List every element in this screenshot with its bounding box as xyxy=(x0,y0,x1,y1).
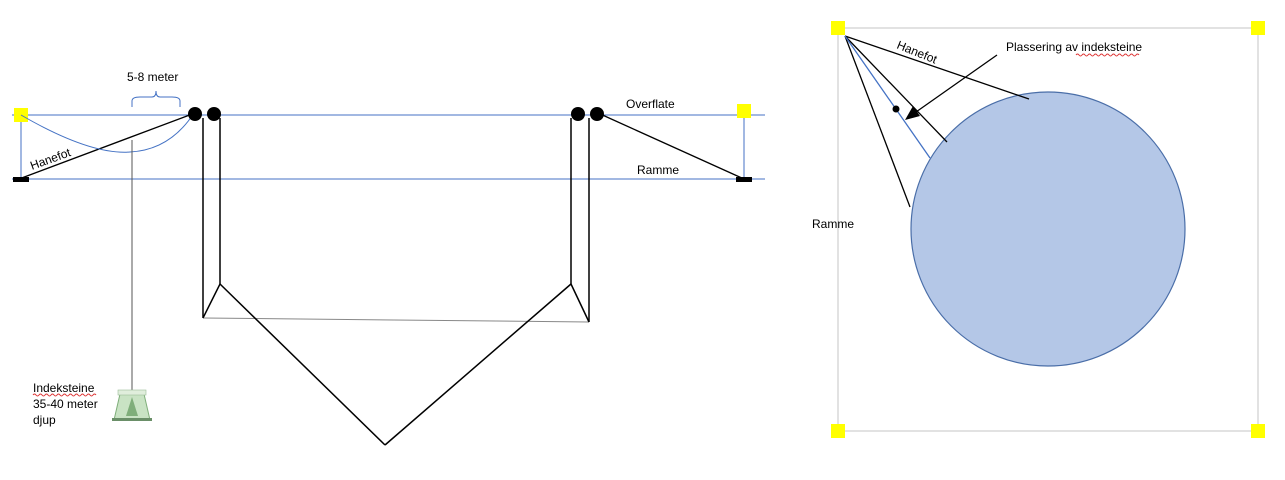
float-4 xyxy=(590,107,604,121)
bridle-sag-curve xyxy=(20,112,195,153)
surface-label: Overflate xyxy=(626,97,675,111)
left-frame-plate xyxy=(13,177,29,182)
top-bridle-blue-line xyxy=(844,35,931,159)
bottom-ring-line xyxy=(202,317,590,323)
right-bridle-line xyxy=(597,112,745,180)
bottom-ring-left-diag xyxy=(202,283,221,319)
index-stone-dot xyxy=(892,105,900,113)
bridle-label: Hanefot xyxy=(28,145,73,173)
top-bridle-line-1 xyxy=(844,35,1030,100)
index-stone-label-line1: Indeksteine xyxy=(33,381,95,395)
top-frame-label: Ramme xyxy=(812,217,854,231)
frame-border xyxy=(837,27,1259,432)
top-view-diagram: Hanefot Plassering av indeksteine Ramme xyxy=(812,21,1265,438)
top-bridle-line-3 xyxy=(844,35,911,208)
left-bridle-line xyxy=(18,112,196,180)
range-label: 5-8 meter xyxy=(127,70,178,84)
placement-arrow-line xyxy=(915,54,998,113)
float-3 xyxy=(571,107,585,121)
range-brace xyxy=(131,90,181,107)
corner-buoy-top-left xyxy=(831,21,845,35)
right-frame-plate xyxy=(736,177,752,182)
corner-buoy-bottom-left xyxy=(831,424,845,438)
float-1 xyxy=(188,107,202,121)
spellcheck-underline-2 xyxy=(1075,53,1140,57)
bottom-ring-right-diag xyxy=(570,283,590,323)
top-bridle-line-2 xyxy=(844,35,948,143)
net-cone-left xyxy=(219,283,386,446)
index-stone-icon xyxy=(112,389,152,421)
corner-buoy-bottom-right xyxy=(1251,424,1265,438)
corner-buoy-top-right xyxy=(1251,21,1265,35)
side-view-diagram: 5-8 meter Overflate Ramme Hanefot Indeks… xyxy=(12,70,765,446)
right-buoy xyxy=(737,104,751,118)
float-2 xyxy=(207,107,221,121)
placement-arrow-head xyxy=(905,106,920,120)
index-stone-label-line3: djup xyxy=(33,413,56,427)
frame-label: Ramme xyxy=(637,163,679,177)
placement-label: Plassering av indeksteine xyxy=(1006,40,1142,54)
spellcheck-underline xyxy=(32,393,97,397)
net-pen-circle xyxy=(910,91,1186,367)
net-cone-right xyxy=(384,283,572,446)
index-stone-label-line2: 35-40 meter xyxy=(33,397,98,411)
top-bridle-label: Hanefot xyxy=(895,38,940,67)
